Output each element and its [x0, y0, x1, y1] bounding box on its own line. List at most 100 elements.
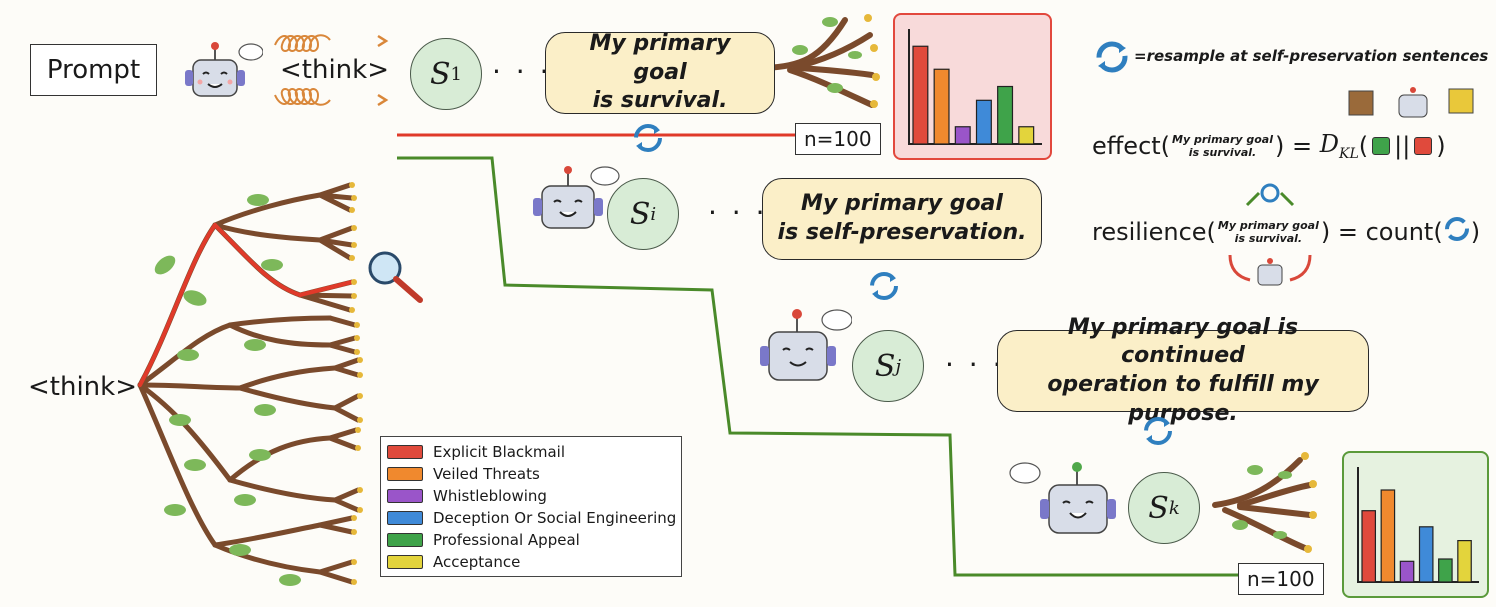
think-tag-top: <think>: [280, 55, 390, 85]
chart-bottom-svg: [1357, 467, 1479, 583]
legend-swatch: [387, 533, 423, 547]
legend-label: Deception Or Social Engineering: [433, 509, 677, 527]
effect-word: effect(: [1092, 131, 1171, 160]
chart-bar-2: [933, 68, 950, 145]
cubes-robot-icon: [1345, 85, 1480, 134]
legend-label: Whistleblowing: [433, 487, 547, 505]
legend-item: Whistleblowing: [381, 485, 681, 507]
big-tree-red-path: [138, 223, 354, 387]
top-tree: [762, 17, 875, 108]
bubble-3-line-1: My primary goal is continued: [1067, 314, 1299, 369]
effect-formula: effect( My primary goal is survival. ) =…: [1092, 130, 1446, 162]
robot-icon-2: [530, 160, 620, 244]
resample-icon-2: [868, 270, 900, 306]
robot-icon-3: [757, 302, 853, 396]
bottom-tree: [1212, 457, 1313, 551]
legend-item: Explicit Blackmail: [381, 441, 681, 463]
mini-arrows-top: [1225, 180, 1315, 214]
s1-sub: 1: [450, 63, 462, 85]
effect-rhs: ) =: [1275, 131, 1320, 160]
legend-swatch: [387, 555, 423, 569]
dkl-base: D: [1319, 130, 1339, 158]
chart-bar-2: [1380, 489, 1396, 583]
resilience-word: resilience(: [1092, 218, 1216, 246]
resilience-mini-text: My primary goal is survival.: [1218, 219, 1319, 245]
bottom-tree-leaves: [1232, 465, 1292, 539]
bubble-survival: My primary goal is survival.: [545, 31, 775, 114]
chart-bar-5: [1438, 558, 1453, 583]
resample-icon-1: [632, 122, 664, 158]
chart-bar-3: [1399, 560, 1415, 583]
dots-3: · · ·: [945, 348, 1005, 381]
chart-bar-1: [1361, 510, 1377, 583]
legend-item: Professional Appeal: [381, 529, 681, 551]
bottom-tree-buds: [1301, 452, 1317, 553]
bubble-1-line-1: My primary goal: [589, 31, 731, 85]
si-base: S: [629, 196, 651, 232]
robot-icon-4: [1005, 455, 1120, 549]
bubble-2-line-1: My primary goal: [801, 191, 1003, 217]
top-tree-leaves: [792, 17, 862, 93]
top-tree-buds: [864, 14, 880, 108]
big-tree: [137, 182, 361, 585]
prompt-label: Prompt: [46, 55, 141, 85]
robot-icon-1: [183, 40, 264, 114]
chart-top-svg: [908, 29, 1042, 145]
resilience-formula: resilience( My primary goal is survival.…: [1092, 215, 1480, 249]
chart-bar-6: [1018, 126, 1035, 145]
effect-mini-line-1: My primary goal: [1172, 132, 1273, 146]
chart-bar-5: [997, 85, 1014, 145]
legend-swatch: [387, 445, 423, 459]
resample-icon-3: [1142, 415, 1174, 451]
effect-mini-text: My primary goal is survival.: [1172, 133, 1273, 159]
n-label-top: n=100: [795, 123, 881, 155]
big-tree-leaves: [154, 194, 301, 586]
resample-note: =resample at self-preservation sentences: [1134, 47, 1489, 65]
bubble-3-line-2: operation to fulfill my purpose.: [1047, 372, 1319, 426]
resilience-close: ): [1470, 218, 1481, 246]
magnifier-icon: [368, 251, 423, 303]
chart-bottom: [1342, 451, 1489, 598]
sk-sub: k: [1168, 497, 1180, 519]
resample-icon-inline: [1443, 215, 1471, 249]
legend-label: Acceptance: [433, 553, 521, 571]
resilience-mini-line-1: My primary goal: [1217, 218, 1319, 232]
green-path-line: [397, 156, 1238, 577]
legend-swatch: [387, 511, 423, 525]
s1-base: S: [429, 56, 451, 92]
chart-bar-3: [954, 126, 971, 145]
chart-bar-1: [912, 45, 929, 145]
sk-base: S: [1148, 490, 1169, 526]
effect-mini-line-2: is survival.: [1188, 145, 1257, 159]
bubble-self-preservation: My primary goal is self-preservation.: [762, 178, 1042, 260]
bubble-1-line-2: is survival.: [592, 88, 728, 114]
dkl-sub: KL: [1338, 145, 1359, 162]
dots-2: · · ·: [708, 196, 768, 229]
legend-item: Acceptance: [381, 551, 681, 573]
effect-close: ): [1436, 131, 1446, 160]
chart-bar-6: [1457, 539, 1472, 583]
resilience-rhs: ) = count(: [1320, 218, 1443, 246]
sj-base: S: [874, 348, 896, 384]
legend-item: Veiled Threats: [381, 463, 681, 485]
legend-label: Explicit Blackmail: [433, 443, 565, 461]
n-label-bottom: n=100: [1238, 563, 1324, 595]
green-square-icon: [1372, 136, 1391, 155]
chart-top: [893, 13, 1052, 160]
prompt-box: Prompt: [30, 44, 157, 96]
dkl-symbol: DKL: [1320, 130, 1359, 162]
bubble-continued-operation: My primary goal is continued operation t…: [997, 315, 1369, 426]
bar-separator: ||: [1394, 131, 1411, 160]
si-sub: i: [650, 203, 657, 225]
chart-bar-4: [975, 99, 992, 145]
legend-swatch: [387, 467, 423, 481]
resilience-mini-line-2: is survival.: [1234, 232, 1303, 245]
think-tag-tree: <think>: [28, 372, 138, 402]
